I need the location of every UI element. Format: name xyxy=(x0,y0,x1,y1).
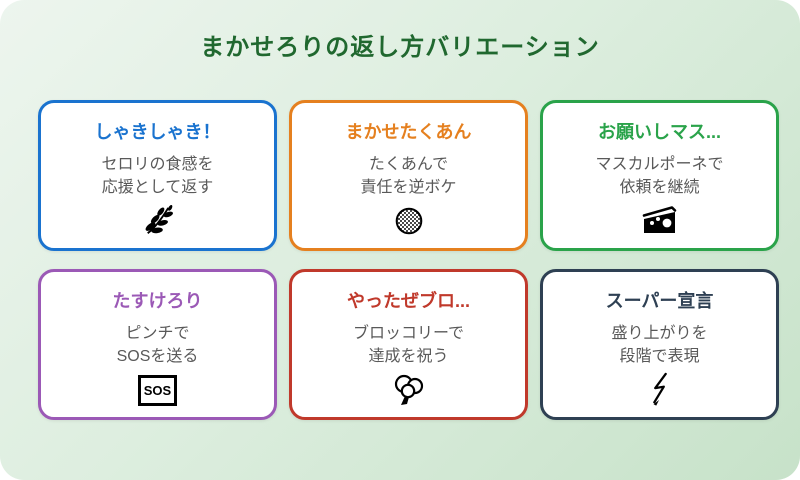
card-description: セロリの食感を 応援として返す xyxy=(101,153,213,199)
card-title: お願いしマス... xyxy=(597,122,721,142)
card-description-line: 応援として返す xyxy=(101,179,214,197)
card-description-line: セロリの食感を xyxy=(101,156,214,173)
card-description-line: 依頼を継続 xyxy=(619,179,700,197)
card-shakishaki: しゃきしゃき！ セロリの食感を 応援として返す xyxy=(38,100,277,251)
card-description-line: 達成を祝う xyxy=(368,348,449,366)
card-description: ピンチで SOSを送る xyxy=(117,322,199,368)
card-description: 盛り上がりを 段階で表現 xyxy=(611,322,707,368)
card-description-line: ピンチで xyxy=(125,325,190,342)
card-title: スーパー宣言 xyxy=(605,291,714,311)
card-description: たくあんで 責任を逆ボケ xyxy=(360,153,456,199)
sos-icon-label: SOS xyxy=(137,374,178,406)
page-title: まかせろりの返し方バリエーション xyxy=(200,34,600,61)
sos-icon: SOS xyxy=(137,372,178,408)
card-description-line: 盛り上がりを xyxy=(611,325,708,342)
card-description: マスカルポーネで 依頼を継続 xyxy=(595,153,723,199)
card-description: ブロッコリーで 達成を祝う xyxy=(353,322,464,368)
card-title: たすけろり xyxy=(112,291,203,311)
cheese-icon xyxy=(642,203,678,239)
card-description-line: SOSを送る xyxy=(116,348,199,366)
card-description-line: マスカルポーネで xyxy=(595,156,724,173)
broccoli-icon xyxy=(393,372,425,408)
card-yattaze-broccoli: やったぜブロ... ブロッコリーで 達成を祝う xyxy=(289,269,528,420)
card-title: しゃきしゃき！ xyxy=(94,122,221,142)
card-description-line: ブロッコリーで xyxy=(352,325,465,342)
card-grid: しゃきしゃき！ セロリの食感を 応援として返す まかせたくあん たくあんで 責任… xyxy=(38,100,779,420)
card-tasukerori: たすけろり ピンチで SOSを送る SOS xyxy=(38,269,277,420)
lightning-bolt-icon xyxy=(650,372,670,408)
card-makasetakuan: まかせたくあん たくあんで 責任を逆ボケ xyxy=(289,100,528,251)
card-onegai-mascarpone: お願いしマス... マスカルポーネで 依頼を継続 xyxy=(540,100,779,251)
card-super-sengen: スーパー宣言 盛り上がりを 段階で表現 xyxy=(540,269,779,420)
card-description-line: 段階で表現 xyxy=(619,348,700,366)
card-title: まかせたくあん xyxy=(345,122,472,142)
dotted-takuan-icon xyxy=(394,203,424,239)
card-title: やったぜブロ... xyxy=(346,291,470,311)
herb-icon xyxy=(143,203,173,239)
card-description-line: 責任を逆ボケ xyxy=(360,179,457,197)
card-description-line: たくあんで xyxy=(368,156,449,173)
